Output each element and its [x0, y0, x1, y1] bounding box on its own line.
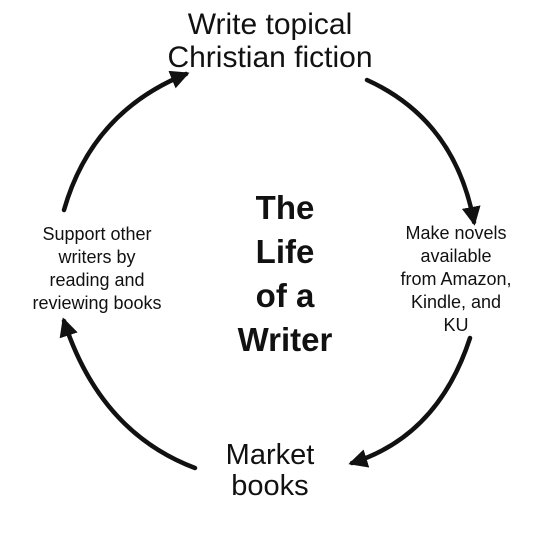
step-label-line: Support other [42, 224, 152, 244]
step-label-line: books [231, 470, 309, 502]
step-label-line: reading and [49, 270, 145, 290]
step-label-line: Write topical [187, 8, 353, 41]
diagram-center-title: The Life of a Writer [205, 186, 365, 362]
step-label-line: Kindle, and [410, 292, 502, 312]
step-label-line: Market [225, 439, 315, 471]
step-label-line: reviewing books [32, 293, 162, 313]
step-support-other-writers: Support other writers by reading and rev… [6, 223, 188, 315]
step-label-line: KU [443, 315, 469, 335]
step-make-novels-available: Make novels available from Amazon, Kindl… [382, 222, 530, 337]
step-label-line: Christian fiction [167, 41, 373, 74]
arrow-bottom-to-left [59, 317, 198, 471]
arrow-top-to-right [364, 77, 481, 226]
center-title-line: of a [255, 277, 315, 314]
step-label-line: available [420, 246, 492, 266]
arrow-left-to-top [61, 70, 190, 213]
step-market-books: Market books [190, 440, 350, 502]
center-title-line: Life [255, 233, 315, 270]
center-title-line: The [255, 189, 315, 226]
step-write-topical-christian-fiction: Write topical Christian fiction [120, 8, 420, 74]
step-label-line: Make novels [405, 223, 507, 243]
step-label-line: from Amazon, [400, 269, 512, 289]
arrow-right-to-bottom [348, 335, 473, 468]
step-label-line: writers by [58, 247, 136, 267]
center-title-line: Writer [237, 321, 333, 358]
